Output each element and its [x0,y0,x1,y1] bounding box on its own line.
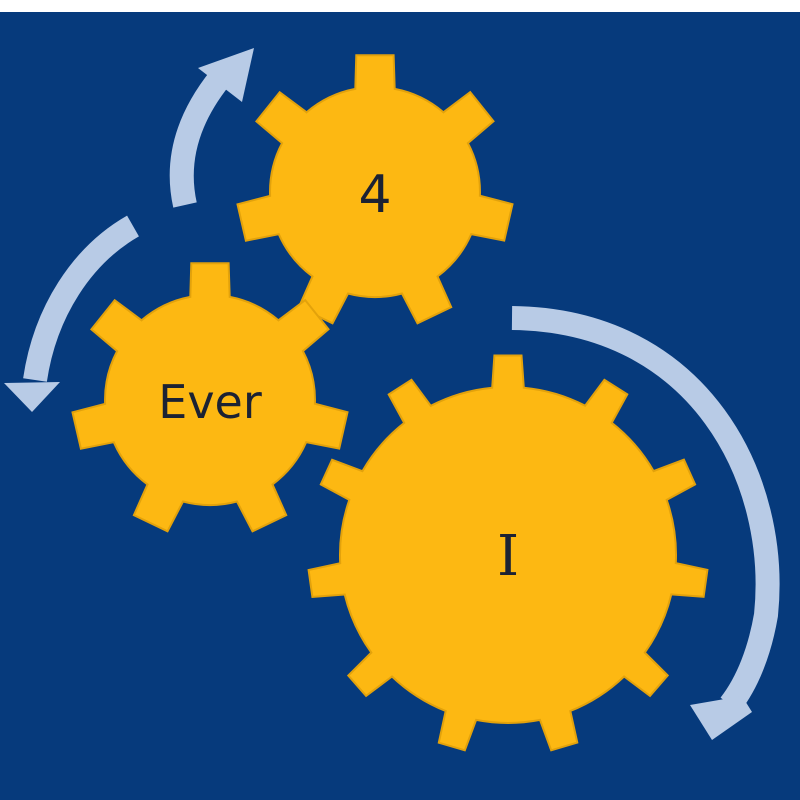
arrow-right-down [511,306,780,740]
gears: 4 Ever I [71,54,709,752]
rotation-arrows [4,48,780,740]
gear-label-top: 4 [358,165,391,225]
gear-left: Ever [71,262,349,533]
arrow-left-down [4,215,140,412]
gear-label-big: I [497,524,519,589]
gear-top: 4 [236,54,514,325]
arrow-top-left-up [169,48,254,208]
gear-big: I [307,354,709,752]
gear-label-left: Ever [158,375,262,429]
